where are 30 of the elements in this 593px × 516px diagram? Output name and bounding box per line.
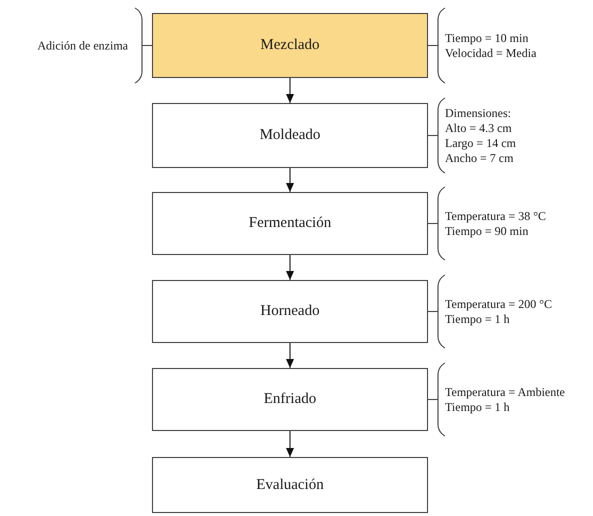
annotation-text: Ancho = 7 cm [445, 150, 514, 166]
annotation-text: Largo = 14 cm [445, 136, 516, 150]
process-box [152, 368, 428, 431]
step-label: Horneado [260, 303, 320, 320]
annotation-text: Dimensiones: [445, 106, 512, 120]
annotation-text: Velocidad = Media [445, 46, 536, 60]
process-box [152, 103, 428, 168]
process-box [152, 13, 428, 78]
step-label: Moldeado [260, 127, 320, 144]
arrow [286, 78, 294, 104]
arrow [286, 342, 294, 368]
arrow [286, 430, 294, 458]
step-label: Enfriado [264, 391, 316, 408]
annotation-text: Tiempo = 90 min [445, 224, 530, 238]
step-label: Mezclado [260, 37, 320, 54]
annotation-text: Tiempo = 1 h [445, 312, 511, 326]
step-label: Fermentación [248, 215, 332, 232]
annotation-text: Temperatura = 200 °C [445, 296, 552, 312]
process-box [152, 280, 428, 343]
annotation-text: Tiempo = 1 h [445, 400, 511, 414]
annotation-text: Tiempo = 10 min [445, 30, 530, 46]
arrow [286, 254, 294, 280]
annotation-text: Temperatura = 38 °C [445, 208, 546, 224]
annotation-text: Temperatura = Ambiente [445, 384, 565, 400]
process-box [152, 457, 428, 513]
step-label: Evaluación [256, 476, 324, 494]
process-box [152, 192, 428, 255]
annotation-text: Alto = 4.3 cm [445, 120, 513, 136]
annotation-text: Adición de enzima [37, 38, 128, 53]
arrow [286, 168, 294, 192]
